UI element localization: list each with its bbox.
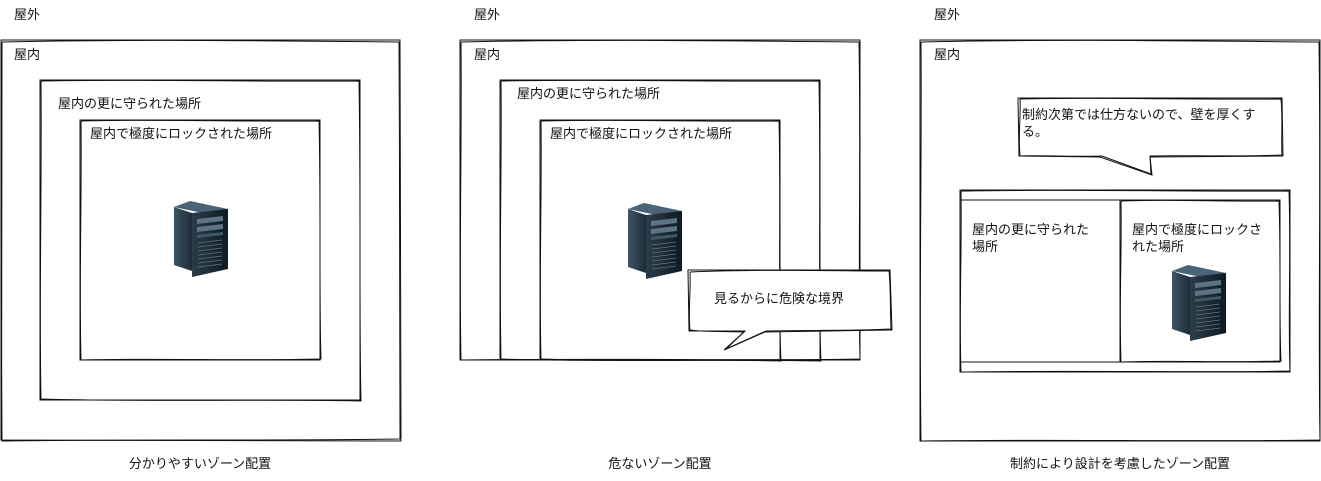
panel3-callout-bubble [1017,97,1284,176]
panel3-thick-wall-outer [959,189,1291,373]
panel2-caption: 危ないゾーン配置 [608,457,712,472]
panel1-protected-box [39,79,362,402]
panel1-locked-label: 屋内で極度にロックされた場所 [90,127,273,142]
panel2-locked-box [539,119,782,362]
server-tower-icon [624,200,684,282]
panel1-indoor-box [0,39,402,442]
panel1-indoor-label: 屋内 [14,48,41,63]
panel3-locked-label: 屋内で極度にロックされた場所 [1132,223,1263,255]
panel3-callout-text: 制約次第では仕方ないので、壁を厚くする。 [1022,108,1256,140]
panel3-outdoor-label: 屋外 [934,8,961,23]
panel2-locked-label: 屋内で極度にロックされた場所 [550,127,733,142]
panel1-locked-box [79,119,322,361]
panel2-protected-label: 屋内の更に守られた場所 [517,87,661,102]
panel3-protected-label: 屋内の更に守られた場所 [972,223,1090,255]
panel3-locked-box [1119,199,1282,363]
panel3-indoor-box [919,39,1321,442]
panel1-protected-label: 屋内の更に守られた場所 [58,97,202,112]
panel1-outdoor-label: 屋外 [14,8,41,23]
panel2-callout-bubble [687,269,893,351]
panel2-protected-box [499,79,822,362]
panel3-caption: 制約により設計を考慮したゾーン配置 [1009,457,1231,472]
panel3-indoor-label: 屋内 [934,48,961,63]
server-tower-icon [170,198,230,280]
panel2-indoor-box [459,39,861,361]
panel2-indoor-label: 屋内 [474,48,501,63]
panel2-callout-text: 見るからに危険な境界 [714,292,845,307]
panel2-outdoor-label: 屋外 [474,8,501,23]
server-tower-icon [1168,262,1228,344]
panel1-caption: 分かりやすいゾーン配置 [128,457,272,472]
